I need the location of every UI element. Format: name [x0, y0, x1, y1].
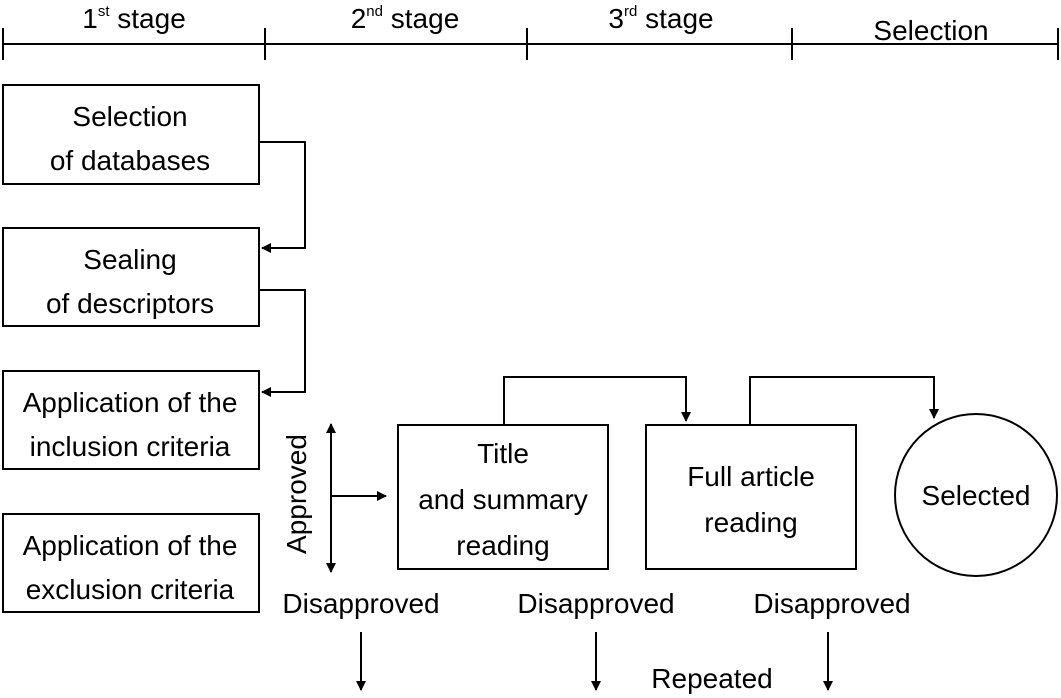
svg-text:and summary: and summary	[418, 484, 588, 515]
disapproved-label-1: Disapproved	[282, 588, 439, 619]
stage-timeline	[2, 28, 1059, 60]
svg-text:Selected: Selected	[922, 480, 1031, 511]
svg-text:Selection: Selection	[72, 101, 187, 132]
svg-text:of databases: of databases	[50, 145, 210, 176]
arrow-full-article-to-selected	[749, 376, 939, 425]
box-exclusion-criteria: Application of the exclusion criteria	[2, 513, 260, 613]
svg-text:exclusion criteria: exclusion criteria	[26, 574, 235, 605]
disapproved-label-2: Disapproved	[517, 588, 674, 619]
stage-1-label: 1st stage	[82, 3, 186, 34]
svg-text:Sealing: Sealing	[83, 244, 176, 275]
repeated-label: Repeated	[651, 663, 772, 694]
approved-label: Approved	[281, 434, 312, 554]
svg-text:Full article: Full article	[687, 461, 815, 492]
box-title-summary-reading: Title and summary reading	[397, 424, 609, 570]
stage-selection-label: Selection	[873, 15, 988, 46]
svg-text:of descriptors: of descriptors	[46, 288, 214, 319]
selected-circle: Selected	[894, 413, 1058, 577]
stage-3-label: 3rd stage	[608, 3, 713, 34]
svg-text:inclusion criteria: inclusion criteria	[30, 431, 231, 462]
box-selection-of-databases: Selection of databases	[2, 84, 260, 185]
arrow-databases-to-descriptors	[259, 141, 306, 253]
box-sealing-of-descriptors: Sealing of descriptors	[2, 227, 260, 327]
svg-text:Title: Title	[477, 438, 529, 469]
box-inclusion-criteria: Application of the inclusion criteria	[2, 370, 260, 470]
svg-text:Application of the: Application of the	[23, 530, 238, 561]
arrow-descriptors-to-inclusion	[259, 289, 306, 397]
box-full-article-reading: Full article reading	[645, 424, 857, 570]
svg-text:Application of the: Application of the	[23, 387, 238, 418]
arrow-title-to-full-article	[503, 376, 691, 425]
disapproved-label-3: Disapproved	[753, 588, 910, 619]
svg-text:reading: reading	[456, 530, 549, 561]
svg-text:reading: reading	[704, 507, 797, 538]
stage-2-label: 2nd stage	[351, 3, 460, 34]
